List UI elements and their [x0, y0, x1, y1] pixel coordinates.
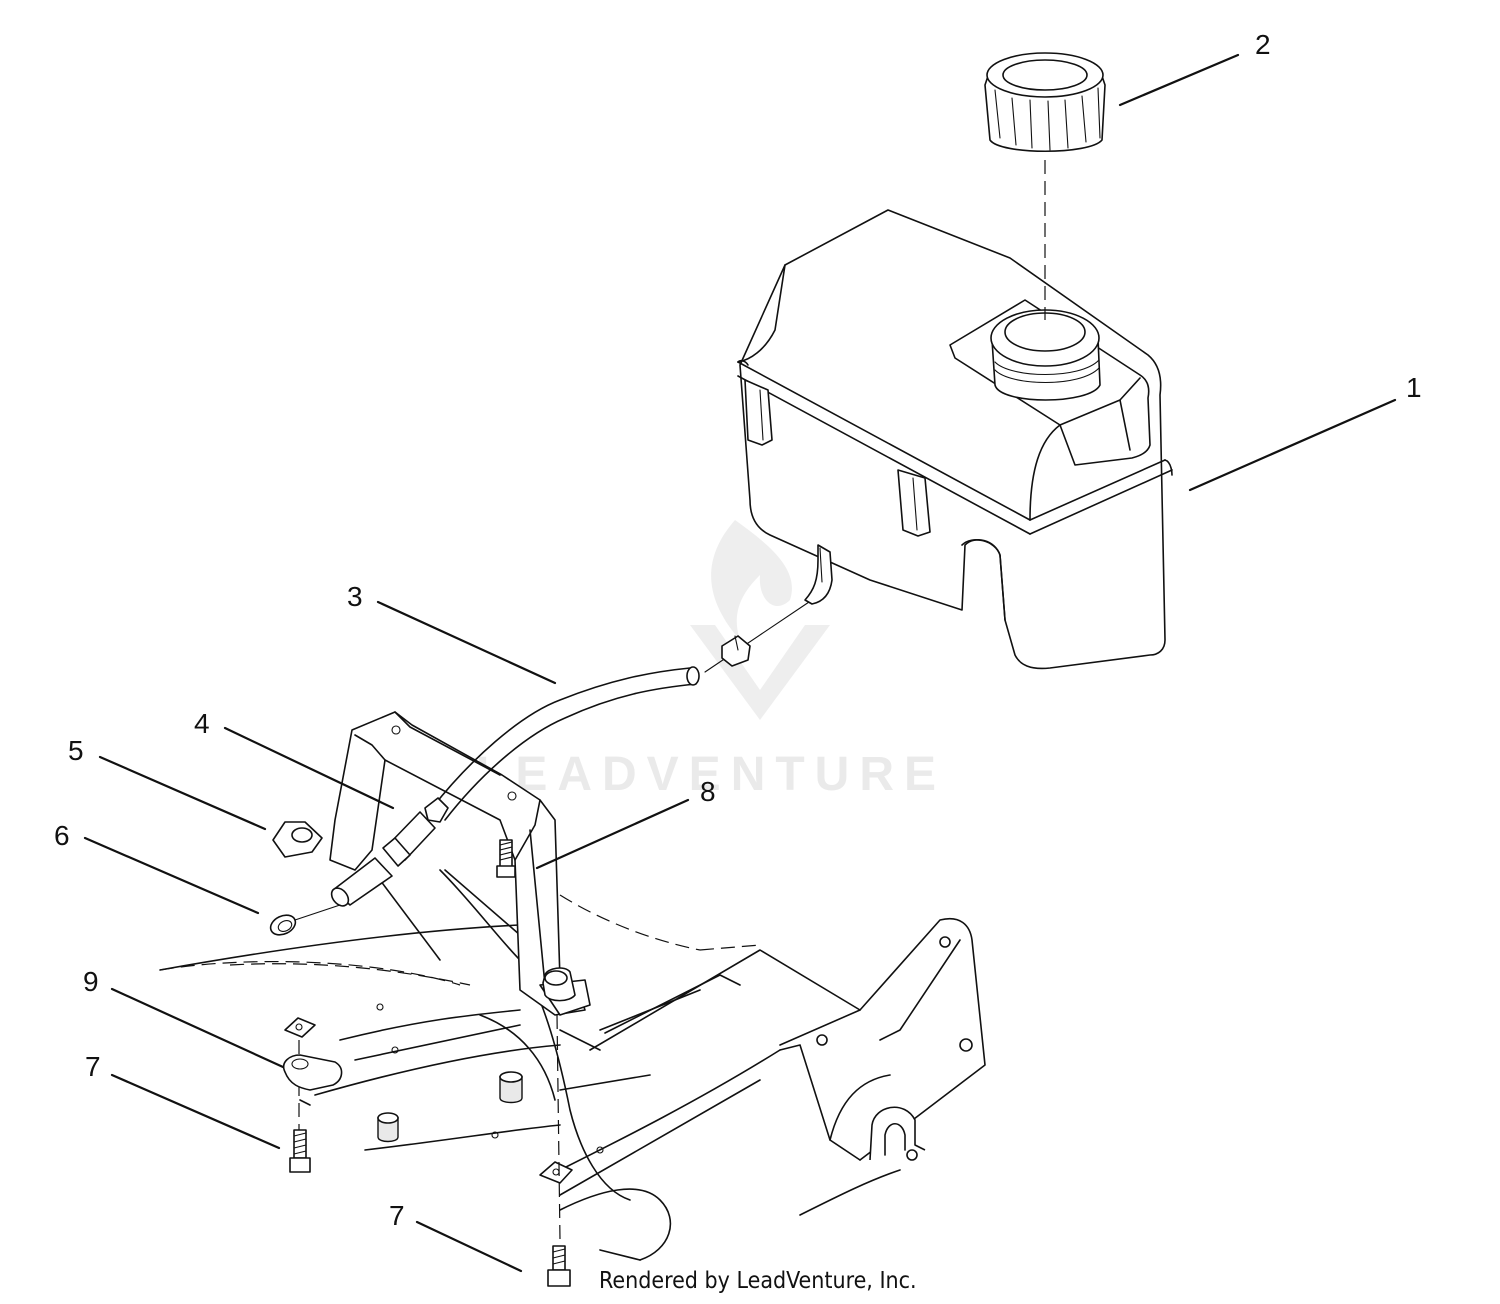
- leader-lines: [83, 53, 1397, 1273]
- hose-clip: [272, 821, 323, 858]
- callout-6: 6: [54, 820, 70, 851]
- callout-5: 5: [68, 735, 84, 766]
- washer-plate: [282, 1054, 343, 1091]
- callout-9: 9: [83, 966, 99, 997]
- callout-1: 1: [1406, 372, 1422, 403]
- bracket-bolt: [496, 839, 516, 878]
- rendered-by-credit: Rendered by LeadVenture, Inc.: [599, 1268, 917, 1294]
- fuel-cap: [984, 52, 1106, 320]
- tank-hose-clamp: [721, 635, 751, 667]
- fuel-filter: [330, 797, 449, 907]
- callout-7-left: 7: [85, 1051, 101, 1082]
- watermark-text: LEADVENTURE: [476, 748, 946, 801]
- callout-4: 4: [194, 708, 210, 739]
- hose-clamp: [269, 904, 341, 936]
- fuel-tank-bracket: [329, 711, 591, 1016]
- callout-7-bottom: 7: [389, 1200, 405, 1231]
- bolt-bottom: [547, 1014, 571, 1287]
- fuel-line-hose: [431, 599, 813, 821]
- mower-frame-chassis: [159, 869, 986, 1261]
- callout-2: 2: [1255, 29, 1271, 60]
- fuel-tank: [737, 209, 1173, 670]
- callout-3: 3: [347, 581, 363, 612]
- callout-8: 8: [700, 776, 716, 807]
